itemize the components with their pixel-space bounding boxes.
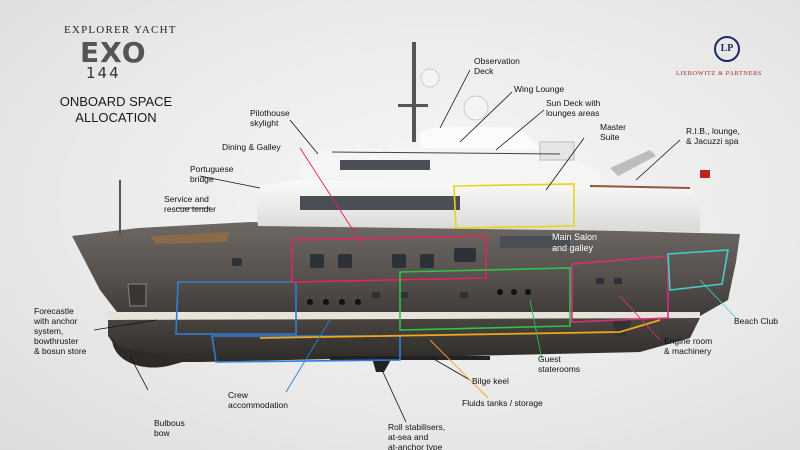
stabiliser-fin [372, 358, 392, 372]
diagram-title: ONBOARD SPACE ALLOCATION [59, 94, 173, 125]
label-wing-lounge: Wing Lounge [514, 84, 565, 94]
anchor-pocket [127, 283, 147, 307]
window-band-2 [340, 160, 430, 170]
zone-beach [667, 249, 729, 291]
leader-lines [93, 69, 681, 423]
portholes [307, 289, 531, 305]
mast [412, 42, 416, 142]
deck-bridge [300, 148, 600, 188]
mast-arm [398, 104, 428, 107]
zone-master [453, 183, 575, 229]
brand-tagline: EXPLORER YACHT [64, 24, 177, 36]
label-bilge-keel: Bilge keel [472, 376, 509, 386]
zone-crew-upper [175, 281, 297, 335]
stern-flag [700, 170, 710, 178]
hull-windows [232, 248, 622, 298]
partner-logo: LP [714, 36, 740, 62]
zone-guest [399, 267, 571, 331]
bilge-keel-shape [330, 356, 490, 360]
fwd-tender [150, 232, 230, 244]
hull-lower [108, 318, 700, 362]
zone-engine [571, 255, 669, 323]
bulbous-bow-shape [112, 338, 190, 368]
salon-window [500, 236, 570, 248]
zone-fluids [259, 319, 661, 339]
label-engine-room: Engine room& machinery [664, 336, 713, 356]
brand-number: 144 [86, 64, 121, 82]
deck-top [420, 126, 540, 150]
radome-1 [420, 68, 440, 88]
brand-model: EXO [80, 36, 147, 69]
funnel [539, 141, 575, 161]
radome-2 [463, 95, 489, 121]
window-band [300, 196, 460, 210]
label-rib: R.I.B., lounge,& Jacuzzi spa [686, 126, 740, 146]
hull-upper [72, 222, 740, 316]
label-dining-galley: Dining & Galley [222, 142, 281, 152]
aft-crane [610, 150, 656, 176]
partner-name: LIEBOWITZ & PARTNERS [676, 70, 762, 77]
label-beach-club: Beach Club [734, 316, 778, 326]
boot-stripe [102, 312, 700, 320]
deck-main [255, 180, 700, 232]
label-fluids-tanks: Fluids tanks / storage [462, 398, 543, 408]
zone-dining [291, 235, 487, 283]
